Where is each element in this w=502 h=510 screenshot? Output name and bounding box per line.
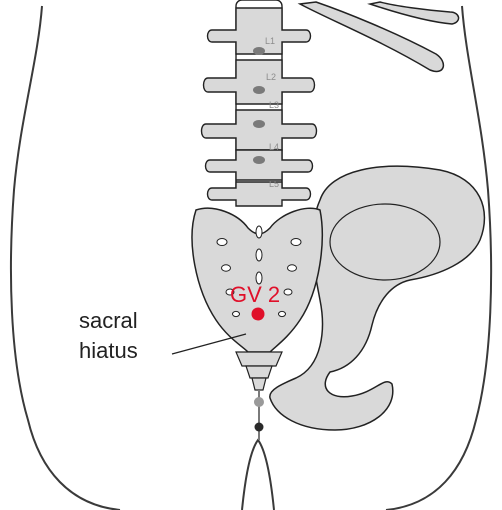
vertebra-label-l1: L1 xyxy=(265,36,275,46)
anus-marker xyxy=(255,423,264,432)
acetabulum xyxy=(330,204,440,280)
vertebra-label-l2: L2 xyxy=(266,72,276,82)
acupoint-label: GV 2 xyxy=(230,282,280,307)
vertebra-label-l5: L5 xyxy=(269,179,279,189)
coccyx xyxy=(236,352,282,390)
ribs xyxy=(300,2,459,71)
annotation-label-sacral: sacral xyxy=(79,308,138,333)
vertebra-label-l3: L3 xyxy=(269,100,279,110)
vertebra-l5 xyxy=(208,182,311,206)
coccyx-tip-marker xyxy=(254,397,264,407)
annotation-label-hiatus: hiatus xyxy=(79,338,138,363)
lumbar-spine xyxy=(202,0,317,206)
median-sacral-crest xyxy=(256,226,262,284)
acupoint-marker xyxy=(252,308,265,321)
vertebra-l2 xyxy=(204,60,315,104)
vertebra-l3 xyxy=(202,110,317,150)
annotation-leader-line xyxy=(172,334,246,354)
vertebra-l4 xyxy=(206,150,313,180)
vertebra-label-l4: L4 xyxy=(269,142,279,152)
